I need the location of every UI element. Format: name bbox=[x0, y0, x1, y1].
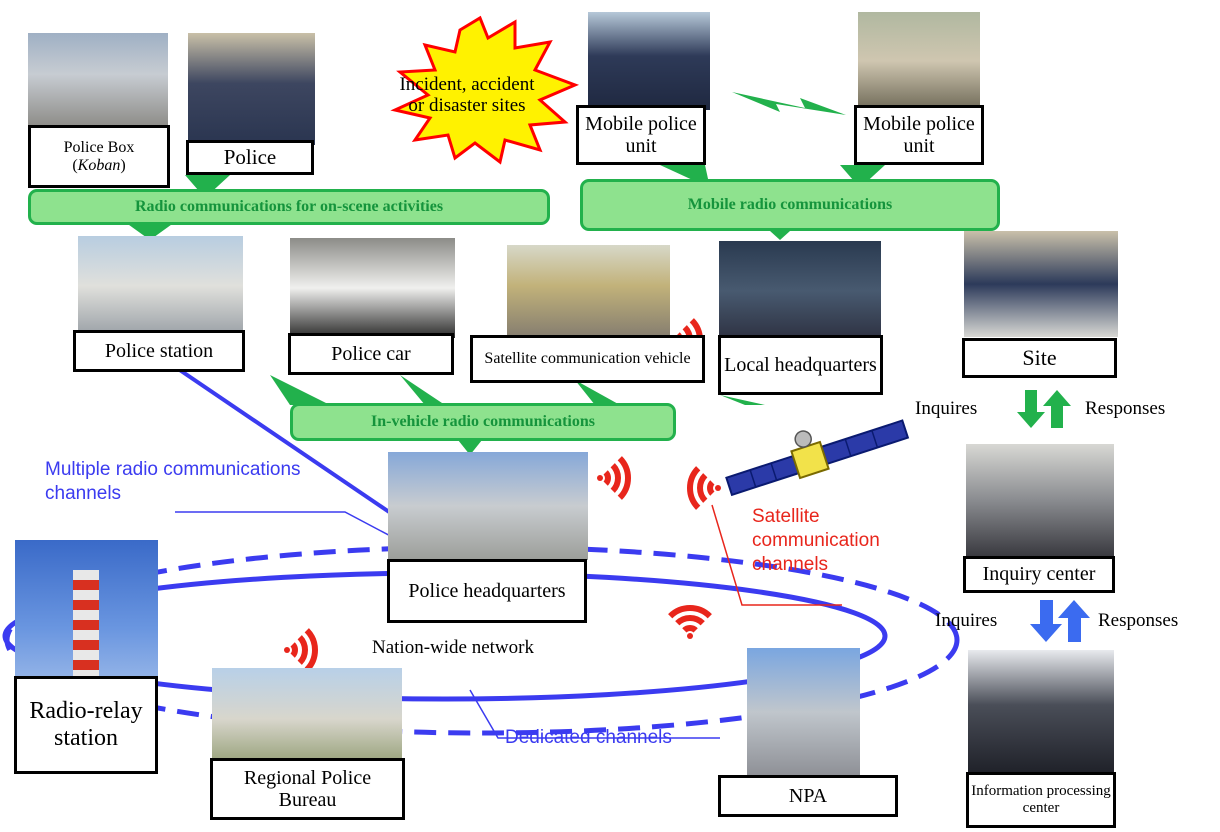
mobile-channel-bar: Mobile radio communications bbox=[580, 179, 1000, 231]
radio-tower-icon bbox=[73, 570, 99, 688]
regional-bureau-photo bbox=[212, 668, 402, 770]
satellite-leader bbox=[711, 504, 842, 606]
dedicated-channels-label: Dedicated channels bbox=[505, 727, 672, 748]
on-scene-channel-bar: Radio communications for on-scene activi… bbox=[28, 189, 550, 225]
inquiry-arrows-green bbox=[1017, 390, 1071, 428]
regional-bureau-label: Regional Police Bureau bbox=[210, 758, 405, 820]
satellite-vehicle-photo bbox=[507, 245, 670, 335]
local-hq-photo bbox=[719, 241, 881, 341]
npa-label: NPA bbox=[718, 775, 898, 817]
police-box-italic: (Koban) bbox=[72, 156, 126, 174]
responses-label-1: Responses bbox=[1085, 398, 1166, 419]
police-box-label: Police Box (Koban) bbox=[28, 125, 170, 188]
satellite-channels-annotation: Satellite communication channels bbox=[752, 506, 880, 575]
multiple-radio-leader bbox=[175, 511, 399, 541]
information-center-photo bbox=[968, 650, 1114, 772]
satellite-vehicle-label: Satellite communication vehicle bbox=[470, 335, 705, 383]
inquiry-center-photo bbox=[966, 444, 1114, 556]
information-center-label: Information processing center bbox=[966, 772, 1116, 828]
station-hq-link bbox=[163, 358, 400, 520]
inquires-label-1: Inquires bbox=[915, 398, 978, 419]
radio-relay-photo bbox=[15, 540, 158, 688]
police-box-photo bbox=[28, 33, 168, 125]
mobile-unit-photo-2 bbox=[858, 12, 980, 110]
nationwide-network-label: Nation-wide network bbox=[372, 637, 534, 658]
multiple-radio-annotation: Multiple radio communications channels bbox=[45, 459, 301, 504]
responses-label-2: Responses bbox=[1098, 610, 1179, 631]
incident-label: Incident, accident or disaster sites bbox=[399, 73, 535, 116]
police-car-label: Police car bbox=[288, 333, 454, 375]
satellite-icon bbox=[725, 419, 910, 497]
incident-burst bbox=[390, 15, 580, 165]
radio-relay-label: Radio-relay station bbox=[14, 676, 158, 774]
inquiry-arrows-blue bbox=[1030, 600, 1090, 642]
mobile-unit-photo-1 bbox=[588, 12, 710, 110]
npa-photo bbox=[747, 648, 860, 776]
in-vehicle-channel-bar: In-vehicle radio communications bbox=[290, 403, 676, 441]
inquires-label-2: Inquires bbox=[935, 610, 998, 631]
police-car-photo bbox=[290, 238, 455, 338]
police-hq-label: Police headquarters bbox=[387, 559, 587, 623]
police-officer-photo bbox=[188, 33, 315, 145]
mobile-unit-2-label: Mobile police unit bbox=[854, 105, 984, 165]
radio-channels-ring bbox=[4, 544, 960, 736]
police-label: Police bbox=[186, 140, 314, 175]
site-label: Site bbox=[962, 338, 1117, 378]
police-hq-photo bbox=[388, 452, 588, 560]
police-station-label: Police station bbox=[73, 330, 245, 372]
police-box-text: Police Box bbox=[63, 138, 135, 156]
local-hq-label: Local headquarters bbox=[718, 335, 883, 395]
site-photo bbox=[964, 231, 1118, 337]
dedicated-leader bbox=[469, 689, 720, 739]
inquiry-center-label: Inquiry center bbox=[963, 556, 1115, 593]
police-station-photo bbox=[78, 236, 243, 336]
radio-wave-icons bbox=[290, 318, 715, 672]
mobile-unit-1-label: Mobile police unit bbox=[576, 105, 706, 165]
